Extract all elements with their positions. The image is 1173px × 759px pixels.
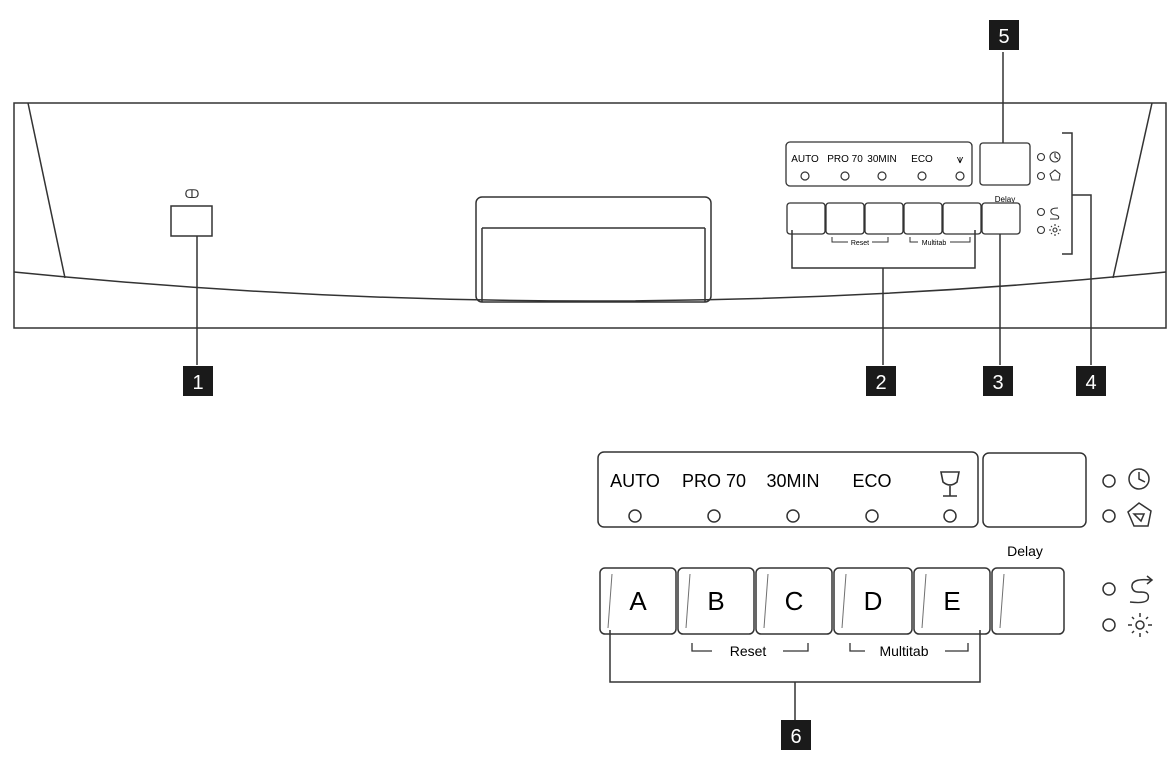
- top-program-buttons: [786, 202, 1021, 235]
- top-indicator-led-3: [1036, 207, 1046, 217]
- detail-button-e-label: E: [943, 586, 960, 616]
- detail-salt-icon: [1127, 502, 1152, 527]
- top-delay-label: Delay: [995, 195, 1015, 204]
- detail-program-label-eco: ECO: [852, 471, 891, 491]
- top-program-button-a[interactable]: [786, 202, 826, 235]
- top-program-led-2: [840, 171, 850, 181]
- callout-6-bracket: [609, 630, 981, 720]
- top-program-button-b[interactable]: [825, 202, 865, 235]
- detail-indicator-led-1: [1102, 474, 1116, 488]
- detail-reset-multitab-brackets: [691, 643, 969, 652]
- top-program-button-d[interactable]: [903, 202, 943, 235]
- top-program-led-5: [955, 171, 965, 181]
- detail-delay-label: Delay: [1007, 543, 1043, 559]
- top-program-box: [785, 141, 973, 187]
- panel-curve: [13, 271, 1167, 302]
- detail-button-d-label: D: [864, 586, 883, 616]
- door-handle: [475, 196, 712, 303]
- top-program-label-eco: ECO: [911, 154, 933, 165]
- top-rinse-aid-icon: [1050, 207, 1060, 220]
- detail-program-button-c[interactable]: [755, 567, 833, 635]
- svg-text:5: 5: [998, 26, 1009, 48]
- detail-indicators: [1102, 468, 1154, 637]
- panel-right-edge: [1112, 102, 1153, 279]
- detail-glass-icon: [940, 471, 960, 497]
- detail-clock-icon: [1128, 468, 1150, 490]
- detail-program-led-4: [865, 509, 879, 523]
- detail-indicator-led-3: [1102, 582, 1116, 596]
- top-multitab-label: Multitab: [922, 240, 947, 247]
- detail-program-box: [597, 451, 979, 528]
- detail-program-led-1: [628, 509, 642, 523]
- top-program-led-4: [917, 171, 927, 181]
- callout-2: 2: [866, 366, 896, 396]
- detail-program-label-30min: 30MIN: [766, 471, 819, 491]
- door-handle-inner: [481, 227, 706, 302]
- svg-text:2: 2: [875, 372, 886, 394]
- detail-program-led-3: [786, 509, 800, 523]
- detail-multitab-label: Multitab: [879, 643, 928, 659]
- detail-program-button-b[interactable]: [677, 567, 755, 635]
- detail-program-buttons: [599, 567, 1065, 635]
- leader-lines: [196, 52, 1004, 365]
- callout-4: 4: [1076, 366, 1106, 396]
- detail-delay-button[interactable]: [991, 567, 1065, 635]
- callout-5: 5: [989, 20, 1019, 50]
- top-salt-icon: [1049, 169, 1061, 181]
- top-reset-multitab-brackets: [831, 237, 971, 243]
- top-program-label-pro70: PRO 70: [827, 154, 863, 165]
- detail-reset-label: Reset: [730, 643, 767, 659]
- detail-program-button-e[interactable]: [913, 567, 991, 635]
- detail-button-c-label: C: [785, 586, 804, 616]
- top-clock-icon: [1049, 151, 1061, 163]
- top-indicator-led-2: [1036, 171, 1046, 181]
- top-program-led-1: [800, 171, 810, 181]
- callout-3: 3: [983, 366, 1013, 396]
- detail-indicator-led-2: [1102, 509, 1116, 523]
- svg-text:1: 1: [192, 372, 203, 394]
- svg-text:6: 6: [790, 726, 801, 748]
- top-delay-button[interactable]: [981, 202, 1021, 235]
- top-reset-label: Reset: [851, 240, 869, 247]
- dishwasher-panel: [13, 102, 1167, 329]
- detail-button-a-label: A: [629, 586, 647, 616]
- callout-1: 1: [183, 366, 213, 396]
- callout-6: 6: [781, 720, 811, 750]
- detail-program-label-pro70: PRO 70: [682, 471, 746, 491]
- detail-program-led-5: [943, 509, 957, 523]
- top-sun-icon: [1049, 224, 1061, 236]
- detail-sun-icon: [1128, 613, 1152, 637]
- detail-rinse-aid-icon: [1129, 575, 1154, 604]
- top-indicator-led-1: [1036, 152, 1046, 162]
- detail-delay-display: [982, 452, 1087, 528]
- detail-indicator-led-4: [1102, 618, 1116, 632]
- top-program-button-c[interactable]: [864, 202, 904, 235]
- top-program-label-30min: 30MIN: [867, 154, 896, 165]
- detail-program-display: AUTO PRO 70 30MIN ECO: [597, 451, 979, 528]
- top-program-display: AUTO PRO 70 30MIN ECO ⩛: [785, 141, 973, 187]
- top-indicator-led-4: [1036, 225, 1046, 235]
- top-program-led-3: [877, 171, 887, 181]
- top-delay-display: [979, 142, 1031, 186]
- top-glass-icon: ⩛: [957, 152, 964, 166]
- power-button[interactable]: [170, 205, 213, 237]
- detail-program-button-a[interactable]: [599, 567, 677, 635]
- callout-4-bracket: [1062, 132, 1092, 365]
- top-indicators: [1036, 151, 1061, 236]
- top-program-button-e[interactable]: [942, 202, 982, 235]
- detail-program-button-d[interactable]: [833, 567, 913, 635]
- panel-frame: [13, 102, 1167, 329]
- detail-program-led-2: [707, 509, 721, 523]
- power-button-group: ↀ: [170, 187, 213, 237]
- panel-left-edge: [27, 102, 66, 279]
- detail-button-b-label: B: [707, 586, 724, 616]
- detail-program-label-auto: AUTO: [610, 471, 660, 491]
- top-program-label-auto: AUTO: [791, 154, 819, 165]
- svg-text:3: 3: [992, 372, 1003, 394]
- svg-text:4: 4: [1085, 372, 1096, 394]
- power-symbol: ↀ: [185, 187, 200, 201]
